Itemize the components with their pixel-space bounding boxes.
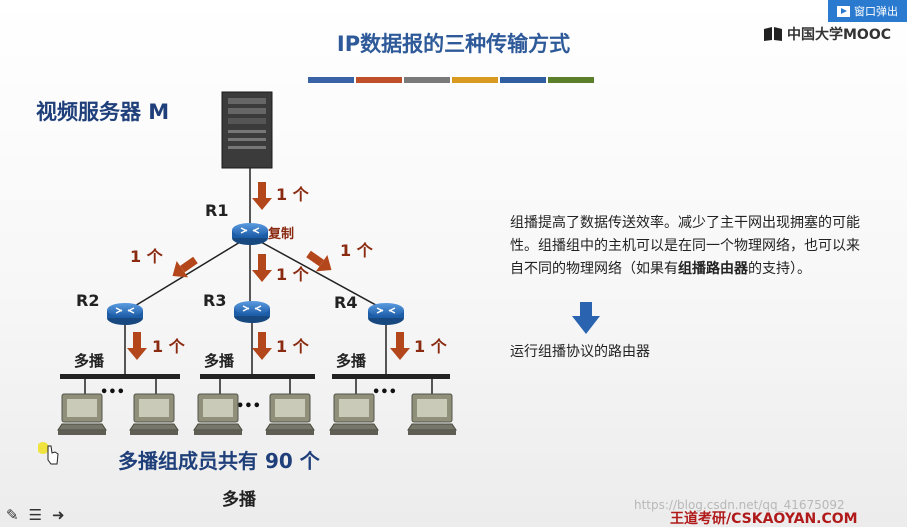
watermark-brand: 王道考研/CSKAOYAN.COM [670, 511, 858, 527]
router-label-r1: R1 [205, 201, 228, 220]
title-bar-segment [404, 77, 450, 83]
computer-icon [193, 393, 243, 436]
page-title: IP数据报的三种传输方式 [336, 32, 571, 56]
next-arrow-icon[interactable]: ➜ [52, 506, 65, 524]
note-arrow-icon [572, 302, 600, 334]
router-label-r3: R3 [203, 291, 226, 310]
computer-icon [329, 393, 379, 436]
server-label: 视频服务器 M [36, 100, 170, 124]
server-icon [221, 91, 273, 169]
computer-icon [57, 393, 107, 436]
popout-label: 窗口弹出 [854, 5, 898, 18]
down-arrow-icon [252, 254, 272, 282]
title-bar-segment [356, 77, 402, 83]
title-bar-segment [500, 77, 546, 83]
diagram-caption: 多播 [222, 490, 256, 510]
ellipsis: ••• [236, 399, 261, 414]
computer-icon [265, 393, 315, 436]
count-label: 1 个 [276, 265, 310, 284]
router-label-r4: R4 [334, 293, 357, 312]
router-note: 运行组播协议的路由器 [510, 344, 650, 360]
computer-icon [129, 393, 179, 436]
count-label: 1 个 [276, 337, 310, 356]
play-icon [837, 5, 850, 17]
cursor-icon [37, 440, 60, 470]
router-label-r2: R2 [76, 291, 99, 310]
menu-icon[interactable]: ☰ [28, 506, 43, 524]
ellipsis: ••• [100, 385, 125, 400]
title-bar-segment [452, 77, 498, 83]
book-icon [764, 27, 782, 41]
multicast-label: 多播 [74, 352, 105, 370]
multicast-label: 多播 [336, 352, 367, 370]
router-r2 [106, 302, 144, 326]
copy-label: 复制 [267, 226, 294, 242]
bottom-toolbar: ✎ ☰ ➜ [6, 506, 65, 524]
count-label: 1 个 [414, 337, 448, 356]
popout-button[interactable]: 窗口弹出 [828, 0, 907, 22]
count-label: 1 个 [130, 247, 164, 266]
count-label: 1 个 [152, 337, 186, 356]
description-bold: 组播路由器 [678, 261, 748, 277]
down-arrow-icon [127, 332, 147, 360]
pen-icon[interactable]: ✎ [6, 506, 19, 524]
router-r3 [233, 300, 271, 324]
description-text: 组播提高了数据传送效率。减少了主干网出现拥塞的可能性。组播组中的主机可以是在同一… [510, 212, 870, 281]
ellipsis: ••• [372, 385, 397, 400]
mooc-logo: 中国大学MOOC [762, 24, 891, 44]
computer-icon [407, 393, 457, 436]
router-r4 [367, 302, 405, 326]
router-r1 [231, 222, 269, 246]
down-arrow-icon [252, 332, 272, 360]
count-label: 1 个 [276, 185, 310, 204]
title-color-bar [308, 68, 596, 87]
description-part2: 的支持）。 [748, 261, 811, 277]
members-text: 多播组成员共有 90 个 [118, 449, 320, 473]
watermark-url: https://blog.csdn.net/qq_41675092 [634, 498, 845, 512]
description-part1: 组播提高了数据传送效率。减少了主干网出现拥塞的可能性。组播组中的主机可以是在同一… [510, 215, 860, 277]
network-links [124, 168, 387, 376]
mooc-label: 中国大学MOOC [787, 27, 892, 43]
title-bar-segment [308, 77, 354, 83]
multicast-label: 多播 [204, 352, 235, 370]
count-label: 1 个 [340, 241, 374, 260]
title-bar-segment [548, 77, 594, 83]
down-arrow-icon [252, 182, 272, 210]
down-arrow-icon [390, 332, 410, 360]
lan-bars [60, 374, 450, 396]
